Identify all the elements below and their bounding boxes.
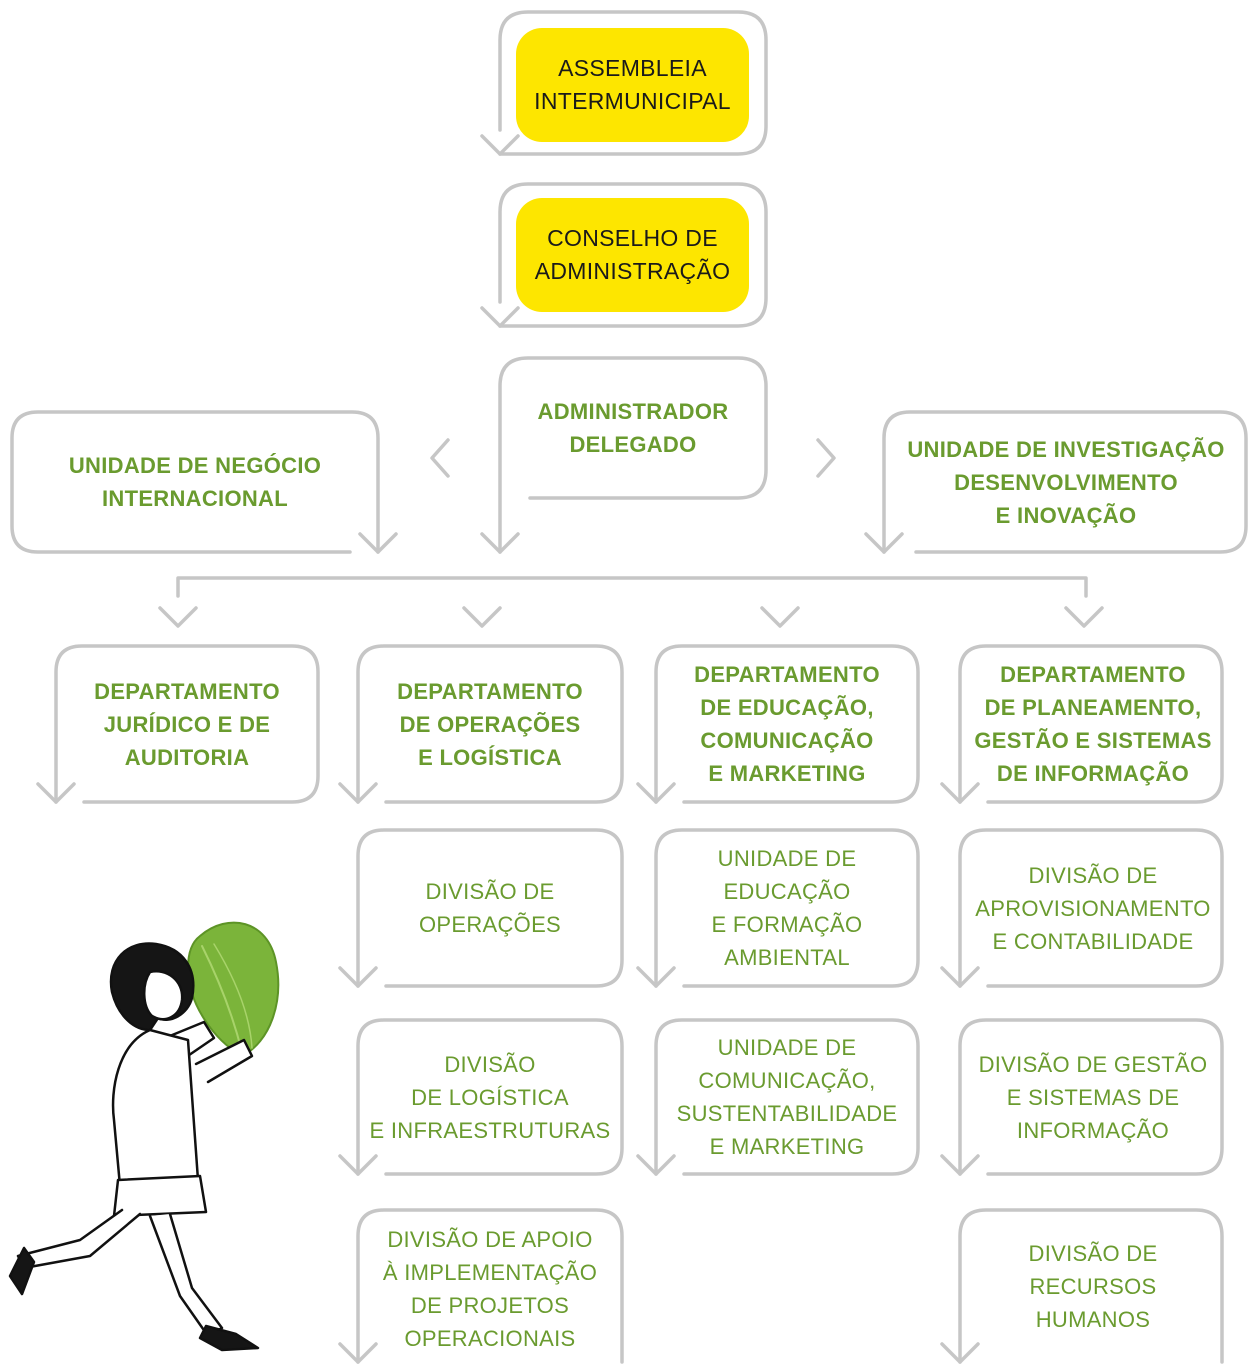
col2-unit-1-box <box>356 828 624 988</box>
distribution-line <box>176 576 1088 598</box>
col3-unit-2-label: UNIDADE DE COMUNICAÇÃO, SUSTENTABILIDADE… <box>676 1035 898 1159</box>
dept-1-box <box>54 644 320 804</box>
col2-unit-2-label: DIVISÃO DE LOGÍSTICA E INFRAESTRUTURAS <box>369 1051 611 1143</box>
unidade-negocio-box <box>10 410 380 554</box>
dept-arrow-3 <box>760 606 800 628</box>
col3-unit-2-box <box>654 1018 920 1176</box>
department-2-title: DEPARTAMENTO DE OPERAÇÕES E LOGÍSTICA <box>397 678 583 770</box>
col4-unit-2-box <box>958 1018 1224 1176</box>
administrador-arrow <box>480 532 520 554</box>
col3-unit-1-box <box>654 828 920 988</box>
col2-unit-1-arrow <box>338 966 378 988</box>
assembleia-arrow <box>480 134 520 156</box>
col3-unit-1-label: UNIDADE DE EDUCAÇÃO E FORMAÇÃO AMBIENTAL <box>711 846 863 970</box>
col4-unit-3-box <box>958 1208 1224 1364</box>
department-1-title: DEPARTAMENTO JURÍDICO E DE AUDITORIA <box>94 678 280 770</box>
col4-unit-3-arrow <box>940 1342 980 1364</box>
department-4-title: DEPARTAMENTO DE PLANEAMENTO, GESTÃO E SI… <box>974 662 1212 786</box>
conselho-arrow <box>480 306 520 328</box>
col2-unit-1-label: DIVISÃO DE OPERAÇÕES <box>418 879 562 937</box>
conselho-administracao-label: CONSELHO DE ADMINISTRAÇÃO <box>534 225 731 284</box>
administrador-box <box>498 356 768 554</box>
col4-unit-1-arrow <box>940 966 980 988</box>
dept-4-arrow <box>940 782 980 804</box>
col2-unit-3-label: DIVISÃO DE APOIO À IMPLEMENTAÇÃO DE PROJ… <box>382 1227 598 1351</box>
dept-arrow-1 <box>158 606 198 628</box>
dept-2-box <box>356 644 624 804</box>
col3-unit-1-arrow <box>636 966 676 988</box>
col2-unit-3-box <box>356 1208 624 1364</box>
col4-unit-2-arrow <box>940 1154 980 1176</box>
col2-unit-2-arrow <box>338 1154 378 1176</box>
unidade-investigacao-label: UNIDADE DE INVESTIGAÇÃO DESENVOLVIMENTO … <box>907 436 1225 528</box>
conselho-highlight <box>516 198 749 312</box>
chevron-left-icon <box>430 438 450 478</box>
assembleia-highlight <box>516 28 749 142</box>
unidade-negocio-label: UNIDADE DE NEGÓCIO INTERNACIONAL <box>68 453 322 511</box>
col4-unit-3-label: DIVISÃO DE RECURSOS HUMANOS <box>1028 1240 1158 1332</box>
dept-3-arrow <box>636 782 676 804</box>
assembleia-box <box>498 10 768 156</box>
dept-arrow-2 <box>462 606 502 628</box>
col4-unit-1-box <box>958 828 1224 988</box>
assembleia-intermunicipal-label: ASSEMBLEIA INTERMUNICIPAL <box>534 55 731 114</box>
dept-arrow-4 <box>1064 606 1104 628</box>
unidade-negocio-arrow <box>358 532 398 554</box>
unidade-investigacao-box <box>882 410 1248 554</box>
col4-unit-1-label: DIVISÃO DE APROVISIONAMENTO E CONTABILID… <box>975 862 1211 954</box>
col4-unit-2-label: DIVISÃO DE GESTÃO E SISTEMAS DE INFORMAÇ… <box>978 1051 1208 1143</box>
col3-unit-2-arrow <box>636 1154 676 1176</box>
col2-unit-2-box <box>356 1018 624 1176</box>
dept-2-arrow <box>338 782 378 804</box>
dept-1-arrow <box>36 782 76 804</box>
department-3-title: DEPARTAMENTO DE EDUCAÇÃO, COMUNICAÇÃO E … <box>694 662 880 786</box>
dept-4-box <box>958 644 1224 804</box>
unidade-investigacao-arrow <box>864 532 904 554</box>
dept-3-box <box>654 644 920 804</box>
col2-unit-3-arrow <box>338 1342 378 1364</box>
conselho-box <box>498 182 768 328</box>
woman-with-leaf-illustration <box>8 921 280 1352</box>
chevron-right-icon <box>816 438 836 478</box>
administrador-delegado-label: ADMINISTRADOR DELEGADO <box>537 399 729 457</box>
